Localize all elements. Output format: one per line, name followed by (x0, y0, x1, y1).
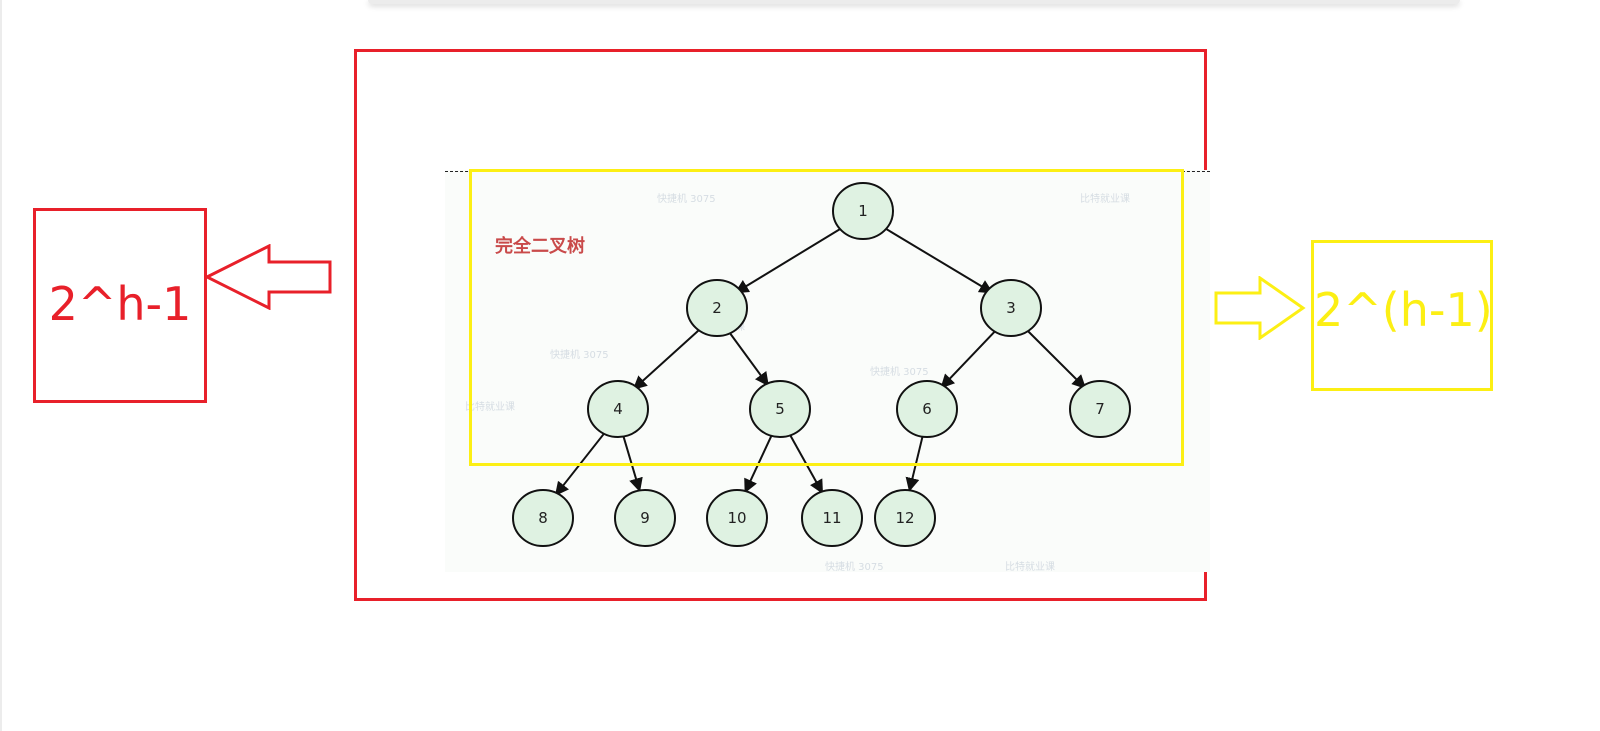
watermark-text: 比特就业课 (465, 400, 515, 413)
tree-node-5: 5 (749, 380, 811, 438)
tree-node-label: 4 (613, 400, 623, 418)
tree-node-circle (801, 489, 863, 547)
tree-node-circle (874, 489, 936, 547)
top-panel-edge (368, 0, 1460, 4)
watermark-text: 比特就业课 (1005, 560, 1055, 572)
tree-node-circle (832, 182, 894, 240)
tree-node-1: 1 (832, 182, 894, 240)
tree-node-circle (1069, 380, 1131, 438)
tree-node-label: 2 (712, 299, 722, 317)
watermark-text: 比特就业课 (1080, 192, 1130, 205)
right-formula-box: 2^(h-1), (1311, 240, 1493, 391)
tree-edge-arrow (940, 328, 998, 389)
watermark-text: 快捷机 3075 (870, 365, 929, 378)
tree-node-12: 12 (874, 489, 936, 547)
page-left-edge (0, 0, 2, 731)
tree-node-7: 7 (1069, 380, 1131, 438)
tree-edge-arrow (632, 327, 702, 390)
tree-node-circle (587, 380, 649, 438)
tree-node-3: 3 (980, 279, 1042, 337)
left-formula-text: 2^h-1 (48, 277, 192, 331)
watermark-text: 快捷机 3075 (657, 192, 716, 205)
tree-node-9: 9 (614, 489, 676, 547)
left-arrow-icon (205, 244, 332, 310)
tree-edge-arrow (1025, 328, 1087, 389)
tree-node-4: 4 (587, 380, 649, 438)
tree-node-circle (686, 279, 748, 337)
tree-node-circle (614, 489, 676, 547)
tree-edge-arrow (728, 331, 769, 387)
tree-node-label: 12 (895, 509, 914, 527)
tree-node-label: 5 (775, 400, 785, 418)
tree-node-label: 10 (727, 509, 746, 527)
tree-node-label: 1 (858, 202, 868, 220)
right-formula-text: 2^(h-1), (1314, 283, 1493, 337)
tree-node-11: 11 (801, 489, 863, 547)
watermark-text: 快捷机 3075 (550, 348, 609, 361)
tree-edge-arrow (734, 225, 845, 294)
tree-node-circle (980, 279, 1042, 337)
tree-node-8: 8 (512, 489, 574, 547)
tree-node-circle (749, 380, 811, 438)
tree-node-label: 6 (922, 400, 932, 418)
tree-node-label: 11 (822, 509, 841, 527)
tree-node-2: 2 (686, 279, 748, 337)
tree-node-circle (896, 380, 958, 438)
tree-edge-arrow (881, 225, 994, 294)
tree-node-label: 9 (640, 509, 650, 527)
right-arrow-icon (1214, 276, 1306, 340)
tree-node-circle (512, 489, 574, 547)
diagram-caption: 完全二叉树 (495, 236, 585, 257)
tree-node-circle (706, 489, 768, 547)
left-formula-box: 2^h-1 (33, 208, 207, 403)
tree-node-label: 8 (538, 509, 548, 527)
tree-node-6: 6 (896, 380, 958, 438)
tree-node-10: 10 (706, 489, 768, 547)
watermark-text: 快捷机 3075 (825, 560, 884, 572)
tree-node-label: 3 (1006, 299, 1016, 317)
inner-highlight-frame (469, 169, 1184, 466)
tree-node-label: 7 (1095, 400, 1105, 418)
